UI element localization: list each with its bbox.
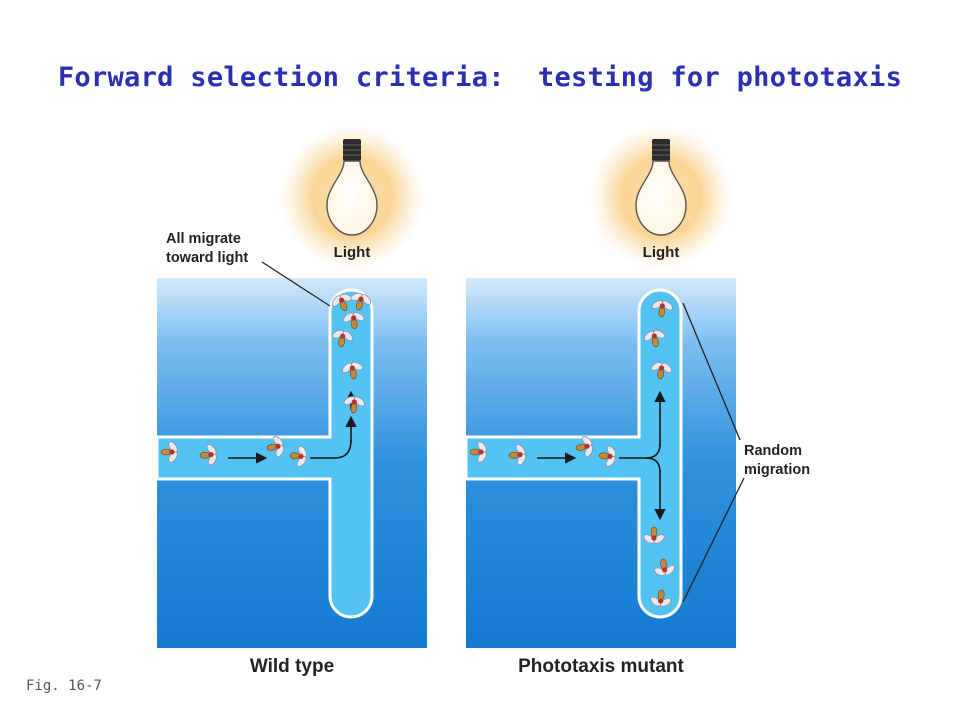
figure-label: Fig. 16-7 bbox=[26, 678, 102, 694]
callout-leader-line bbox=[261, 261, 331, 307]
slide-title: Forward selection criteria: testing for … bbox=[57, 62, 903, 93]
callout-leader-line bbox=[682, 302, 741, 441]
callout-leader-line bbox=[682, 477, 745, 603]
wild-type-panel: Light All migrate toward light Wild type bbox=[155, 125, 427, 677]
light-label: Light bbox=[643, 244, 680, 261]
turn-arrow bbox=[334, 439, 352, 459]
callout-line-2: toward light bbox=[166, 250, 248, 266]
light-bulb-icon bbox=[326, 139, 378, 236]
callout-line-2: migration bbox=[744, 462, 810, 478]
light-label: Light bbox=[334, 244, 371, 261]
panel-caption: Wild type bbox=[250, 656, 334, 677]
mutant-panel: Light Random migration Phototaxis mutant bbox=[464, 125, 810, 677]
callout-line-1: All migrate bbox=[166, 231, 241, 247]
panel-caption: Phototaxis mutant bbox=[518, 656, 684, 677]
light-bulb-icon bbox=[635, 139, 687, 236]
split-arrow bbox=[645, 457, 661, 473]
callout-line-1: Random bbox=[744, 443, 802, 459]
